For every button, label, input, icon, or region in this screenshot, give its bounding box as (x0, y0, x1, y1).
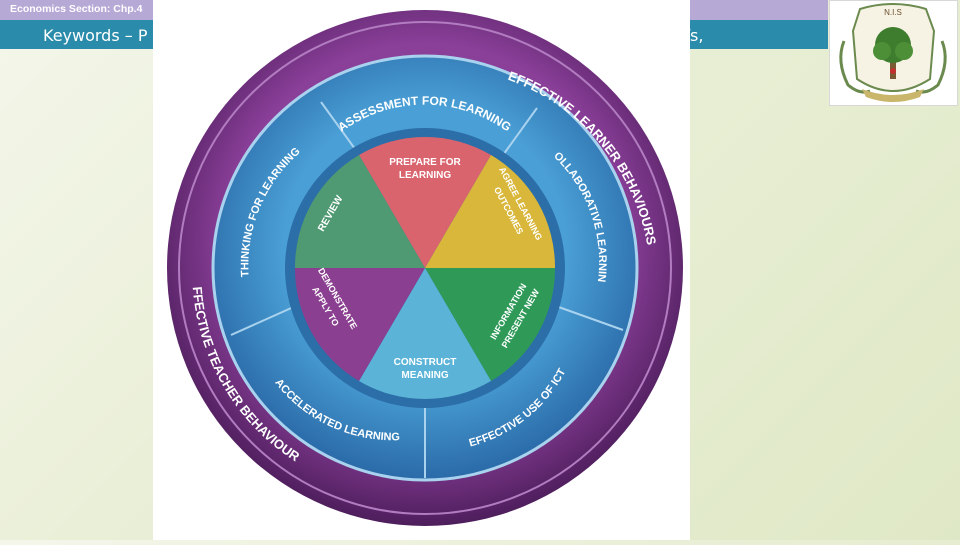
segment-label-construct-2: MEANING (401, 370, 448, 381)
segment-construct-meaning (359, 268, 491, 400)
segment-agree-outcomes (425, 155, 556, 268)
crest-initials: N.I.S (884, 8, 902, 17)
segment-present-information (425, 268, 556, 381)
school-crest: N.I.S (829, 0, 958, 106)
crest-emblem: N.I.S (839, 3, 947, 102)
crest-banner (862, 89, 924, 102)
keywords-text: Keywords – P (43, 26, 148, 45)
segment-label-prepare-2: LEARNING (399, 170, 451, 181)
segment-review (294, 155, 425, 268)
segment-label-construct-1: CONSTRUCT (394, 357, 457, 368)
segment-label-prepare-1: PREPARE FOR (389, 157, 461, 168)
learning-cycle-diagram: PREPARE FOR LEARNING AGREE LEARNING OUTC… (149, 0, 690, 540)
segment-apply-demonstrate (294, 268, 425, 381)
learning-wheel: PREPARE FOR LEARNING AGREE LEARNING OUTC… (149, 0, 683, 526)
section-label: Economics Section: Chp.4 (10, 3, 143, 15)
segment-prepare (359, 137, 491, 268)
